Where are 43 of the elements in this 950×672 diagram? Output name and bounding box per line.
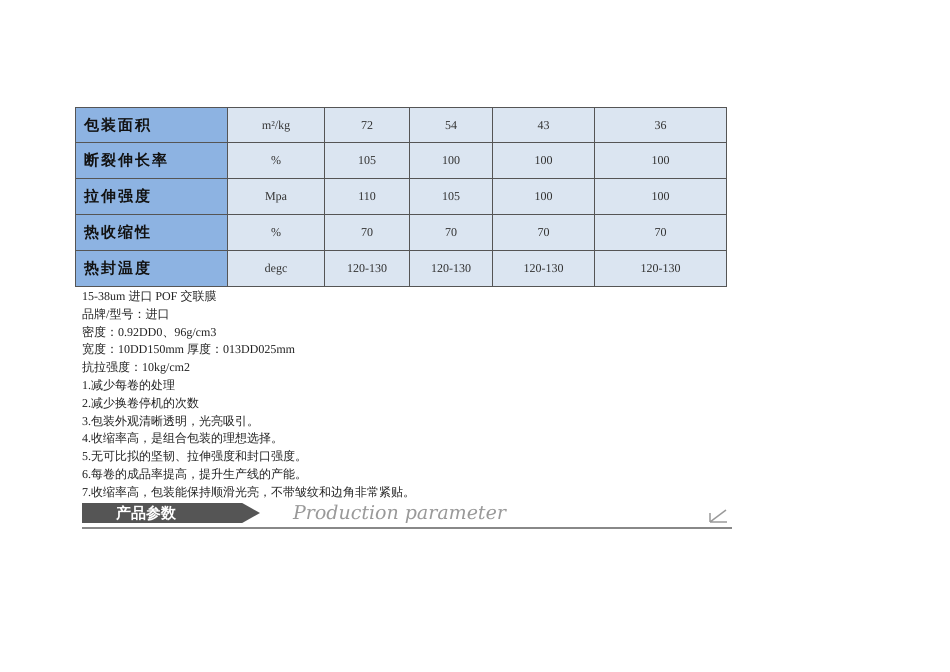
spec-text: 1.减少每卷的处理 [82,377,175,393]
table-cell: 100 [594,142,727,179]
row-header-cell: 拉伸强度 [75,178,228,215]
spec-text: 4.收缩率高，是组合包装的理想选择。 [82,430,283,446]
table-cell: % [227,142,325,179]
spec-text: 2.减少换卷停机的次数 [82,394,199,411]
table-cell: degc [227,250,325,287]
table-cell: 70 [409,214,493,251]
table-cell: 70 [594,214,727,251]
table-cell: Mpa [227,178,325,215]
spec-text: 品牌/型号：进口 [82,306,170,322]
table-cell: 43 [492,107,595,143]
spec-text: 5.无可比拟的坚韧、拉伸强度和封口强度。 [82,448,307,464]
table-cell: 110 [324,178,410,215]
spec-text: 宽度：10DD150mm 厚度：013DD025mm [82,341,295,358]
spec-text: 6.每卷的成品率提高，提升生产线的产能。 [82,466,307,482]
table-cell: 70 [324,214,410,251]
spec-text: 3.包装外观清晰透明，光亮吸引。 [82,412,259,429]
table-cell: 100 [492,142,595,179]
table-cell: 54 [409,107,493,143]
table-cell: 72 [324,107,410,143]
spec-text: 15-38um 进口 POF 交联膜 [82,288,216,304]
row-header-cell: 断裂伸长率 [75,142,228,179]
spec-text: 抗拉强度：10kg/cm2 [82,359,190,376]
table-cell: 100 [409,142,493,179]
table-cell: 105 [324,142,410,179]
table-cell: 105 [409,178,493,215]
spec-text: 密度：0.92DD0、96g/cm3 [82,324,216,340]
table-cell: m²/kg [227,107,325,143]
spec-text: 7.收缩率高，包装能保持顺滑光亮，不带皱纹和边角非常紧贴。 [82,484,415,500]
table-cell: 70 [492,214,595,251]
subtitle-text: Production parameter [293,502,506,524]
table-cell: 120-130 [324,250,410,287]
table-cell: % [227,214,325,251]
table-cell: 100 [594,178,727,215]
table-cell: 36 [594,107,727,143]
table-cell: 120-130 [492,250,595,287]
table-cell: 120-130 [409,250,493,287]
row-header-cell: 包装面积 [75,107,228,143]
row-header-cell: 热封温度 [75,250,228,287]
table-cell: 120-130 [594,250,727,287]
table-cell: 100 [492,178,595,215]
row-header-cell: 热收缩性 [75,214,228,251]
